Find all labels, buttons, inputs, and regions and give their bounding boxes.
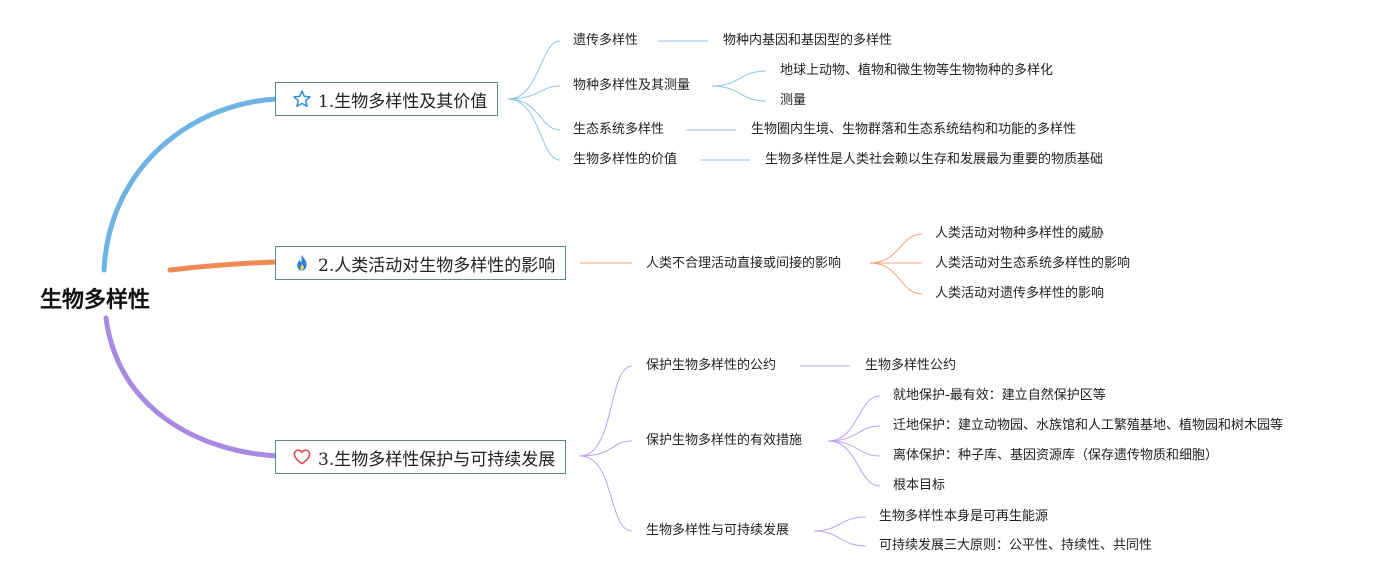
subtopic[interactable]: 遗传多样性	[573, 33, 639, 48]
root-topic[interactable]: 生物多样性	[40, 288, 151, 313]
branch-topic-1[interactable]: 1.生物多样性及其价值	[275, 82, 499, 116]
branch-label: 2.人类活动对生物多样性的影响	[318, 255, 556, 276]
trunk-blue	[101, 96, 281, 273]
subtopic[interactable]: 生态系统多样性	[573, 122, 665, 137]
branch-topic-3[interactable]: 3.生物多样性保护与可持续发展	[275, 440, 567, 474]
subtopic[interactable]: 生物多样性的价值	[573, 152, 678, 167]
leaf-topic[interactable]: 根本目标	[893, 478, 946, 493]
leaf-topic[interactable]: 可持续发展三大原则：公平性、持续性、共同性	[879, 538, 1153, 553]
leaf-topic[interactable]: 生物圈内生境、生物群落和生态系统结构和功能的多样性	[751, 122, 1077, 137]
branch-label: 3.生物多样性保护与可持续发展	[318, 449, 556, 470]
branch-topic-2[interactable]: 2.人类活动对生物多样性的影响	[275, 246, 567, 280]
star-icon	[292, 89, 312, 109]
leaf-topic[interactable]: 测量	[780, 93, 807, 108]
heart-icon	[292, 447, 312, 467]
leaf-topic[interactable]: 人类活动对遗传多样性的影响	[935, 286, 1105, 301]
trunk-orange	[167, 259, 281, 273]
leaf-topic[interactable]: 生物多样性本身是可再生能源	[879, 509, 1049, 524]
leaf-topic[interactable]: 人类活动对物种多样性的威胁	[935, 226, 1105, 241]
leaf-topic[interactable]: 生物多样性公约	[865, 358, 957, 373]
leaf-topic[interactable]: 离体保护：种子库、基因资源库（保存遗传物质和细胞）	[893, 448, 1219, 463]
subtopic[interactable]: 保护生物多样性的有效措施	[646, 433, 803, 448]
leaf-topic[interactable]: 物种内基因和基因型的多样性	[723, 33, 893, 48]
leaf-topic[interactable]: 地球上动物、植物和微生物等生物物种的多样化	[780, 63, 1054, 78]
subtopic[interactable]: 保护生物多样性的公约	[646, 358, 777, 373]
leaf-topic[interactable]: 人类活动对生态系统多样性的影响	[935, 256, 1131, 271]
leaf-topic[interactable]: 生物多样性是人类社会赖以生存和发展最为重要的物质基础	[765, 152, 1104, 167]
trunk-purple	[103, 315, 281, 459]
leaf-topic[interactable]: 迁地保护：建立动物园、水族馆和人工繁殖基地、植物园和树木园等	[893, 418, 1284, 433]
branch-label: 1.生物多样性及其价值	[318, 91, 488, 112]
leaf-topic[interactable]: 就地保护-最有效：建立自然保护区等	[893, 388, 1106, 403]
fire-icon	[292, 253, 312, 273]
subtopic[interactable]: 生物多样性与可持续发展	[646, 523, 790, 538]
subtopic[interactable]: 人类不合理活动直接或间接的影响	[646, 256, 842, 271]
subtopic[interactable]: 物种多样性及其测量	[573, 78, 691, 93]
